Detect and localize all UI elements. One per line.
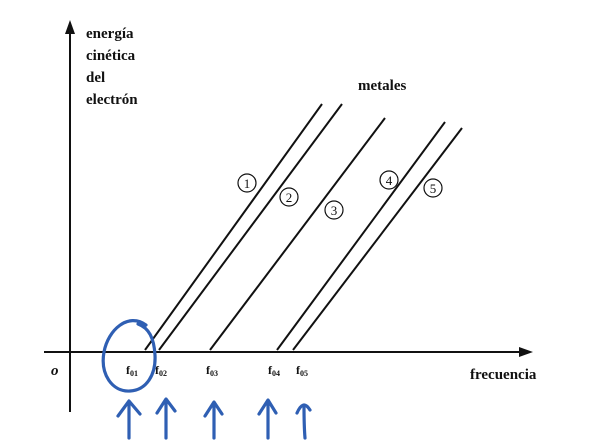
y-axis-label-line-4: electrón bbox=[86, 92, 138, 108]
threshold-labels: f01 f02 f03 f04 f05 bbox=[126, 363, 308, 378]
metal-line-1 bbox=[144, 103, 323, 351]
x-axis-arrowhead bbox=[519, 347, 533, 357]
metal-lines bbox=[144, 103, 463, 351]
metal-line-3 bbox=[209, 117, 386, 351]
svg-text:1: 1 bbox=[244, 176, 251, 191]
origin-label: o bbox=[51, 363, 59, 379]
y-axis-arrowhead bbox=[65, 20, 75, 34]
y-axis-label-line-1: energía bbox=[86, 26, 134, 42]
metal-line-5 bbox=[292, 127, 463, 351]
svg-text:energía cinética del: energía cinética del electrón bbox=[86, 26, 139, 108]
hand-arrow-3 bbox=[203, 400, 224, 440]
svg-text:5: 5 bbox=[430, 181, 437, 196]
metal-marker-3: 3 bbox=[324, 200, 344, 220]
threshold-label-3: f03 bbox=[206, 363, 218, 378]
svg-text:2: 2 bbox=[286, 190, 293, 205]
svg-text:4: 4 bbox=[386, 173, 393, 188]
svg-text:3: 3 bbox=[331, 203, 338, 218]
threshold-label-1: f01 bbox=[126, 363, 138, 378]
metal-marker-2: 2 bbox=[279, 187, 299, 207]
y-axis-label-line-3: del bbox=[86, 70, 105, 86]
metal-marker-1: 1 bbox=[237, 173, 257, 193]
series-title: metales bbox=[358, 78, 406, 94]
metal-marker-4: 4 bbox=[379, 170, 399, 190]
x-axis-label: frecuencia bbox=[470, 367, 537, 383]
y-axis-label-line-2: cinética bbox=[86, 48, 136, 64]
hand-annotations bbox=[101, 319, 312, 440]
threshold-label-5: f05 bbox=[296, 363, 308, 378]
threshold-label-2: f02 bbox=[155, 363, 167, 378]
hand-arrow-5 bbox=[295, 403, 312, 440]
threshold-label-4: f04 bbox=[268, 363, 280, 378]
hand-arrow-2 bbox=[155, 397, 177, 440]
hand-arrow-4 bbox=[257, 398, 278, 440]
hand-arrow-1 bbox=[116, 399, 142, 440]
metal-markers: 1 2 3 4 5 bbox=[237, 170, 443, 220]
metal-line-4 bbox=[276, 121, 446, 351]
hand-circle-annotation bbox=[101, 319, 157, 393]
metal-line-2 bbox=[158, 103, 343, 351]
metal-marker-5: 5 bbox=[423, 178, 443, 198]
